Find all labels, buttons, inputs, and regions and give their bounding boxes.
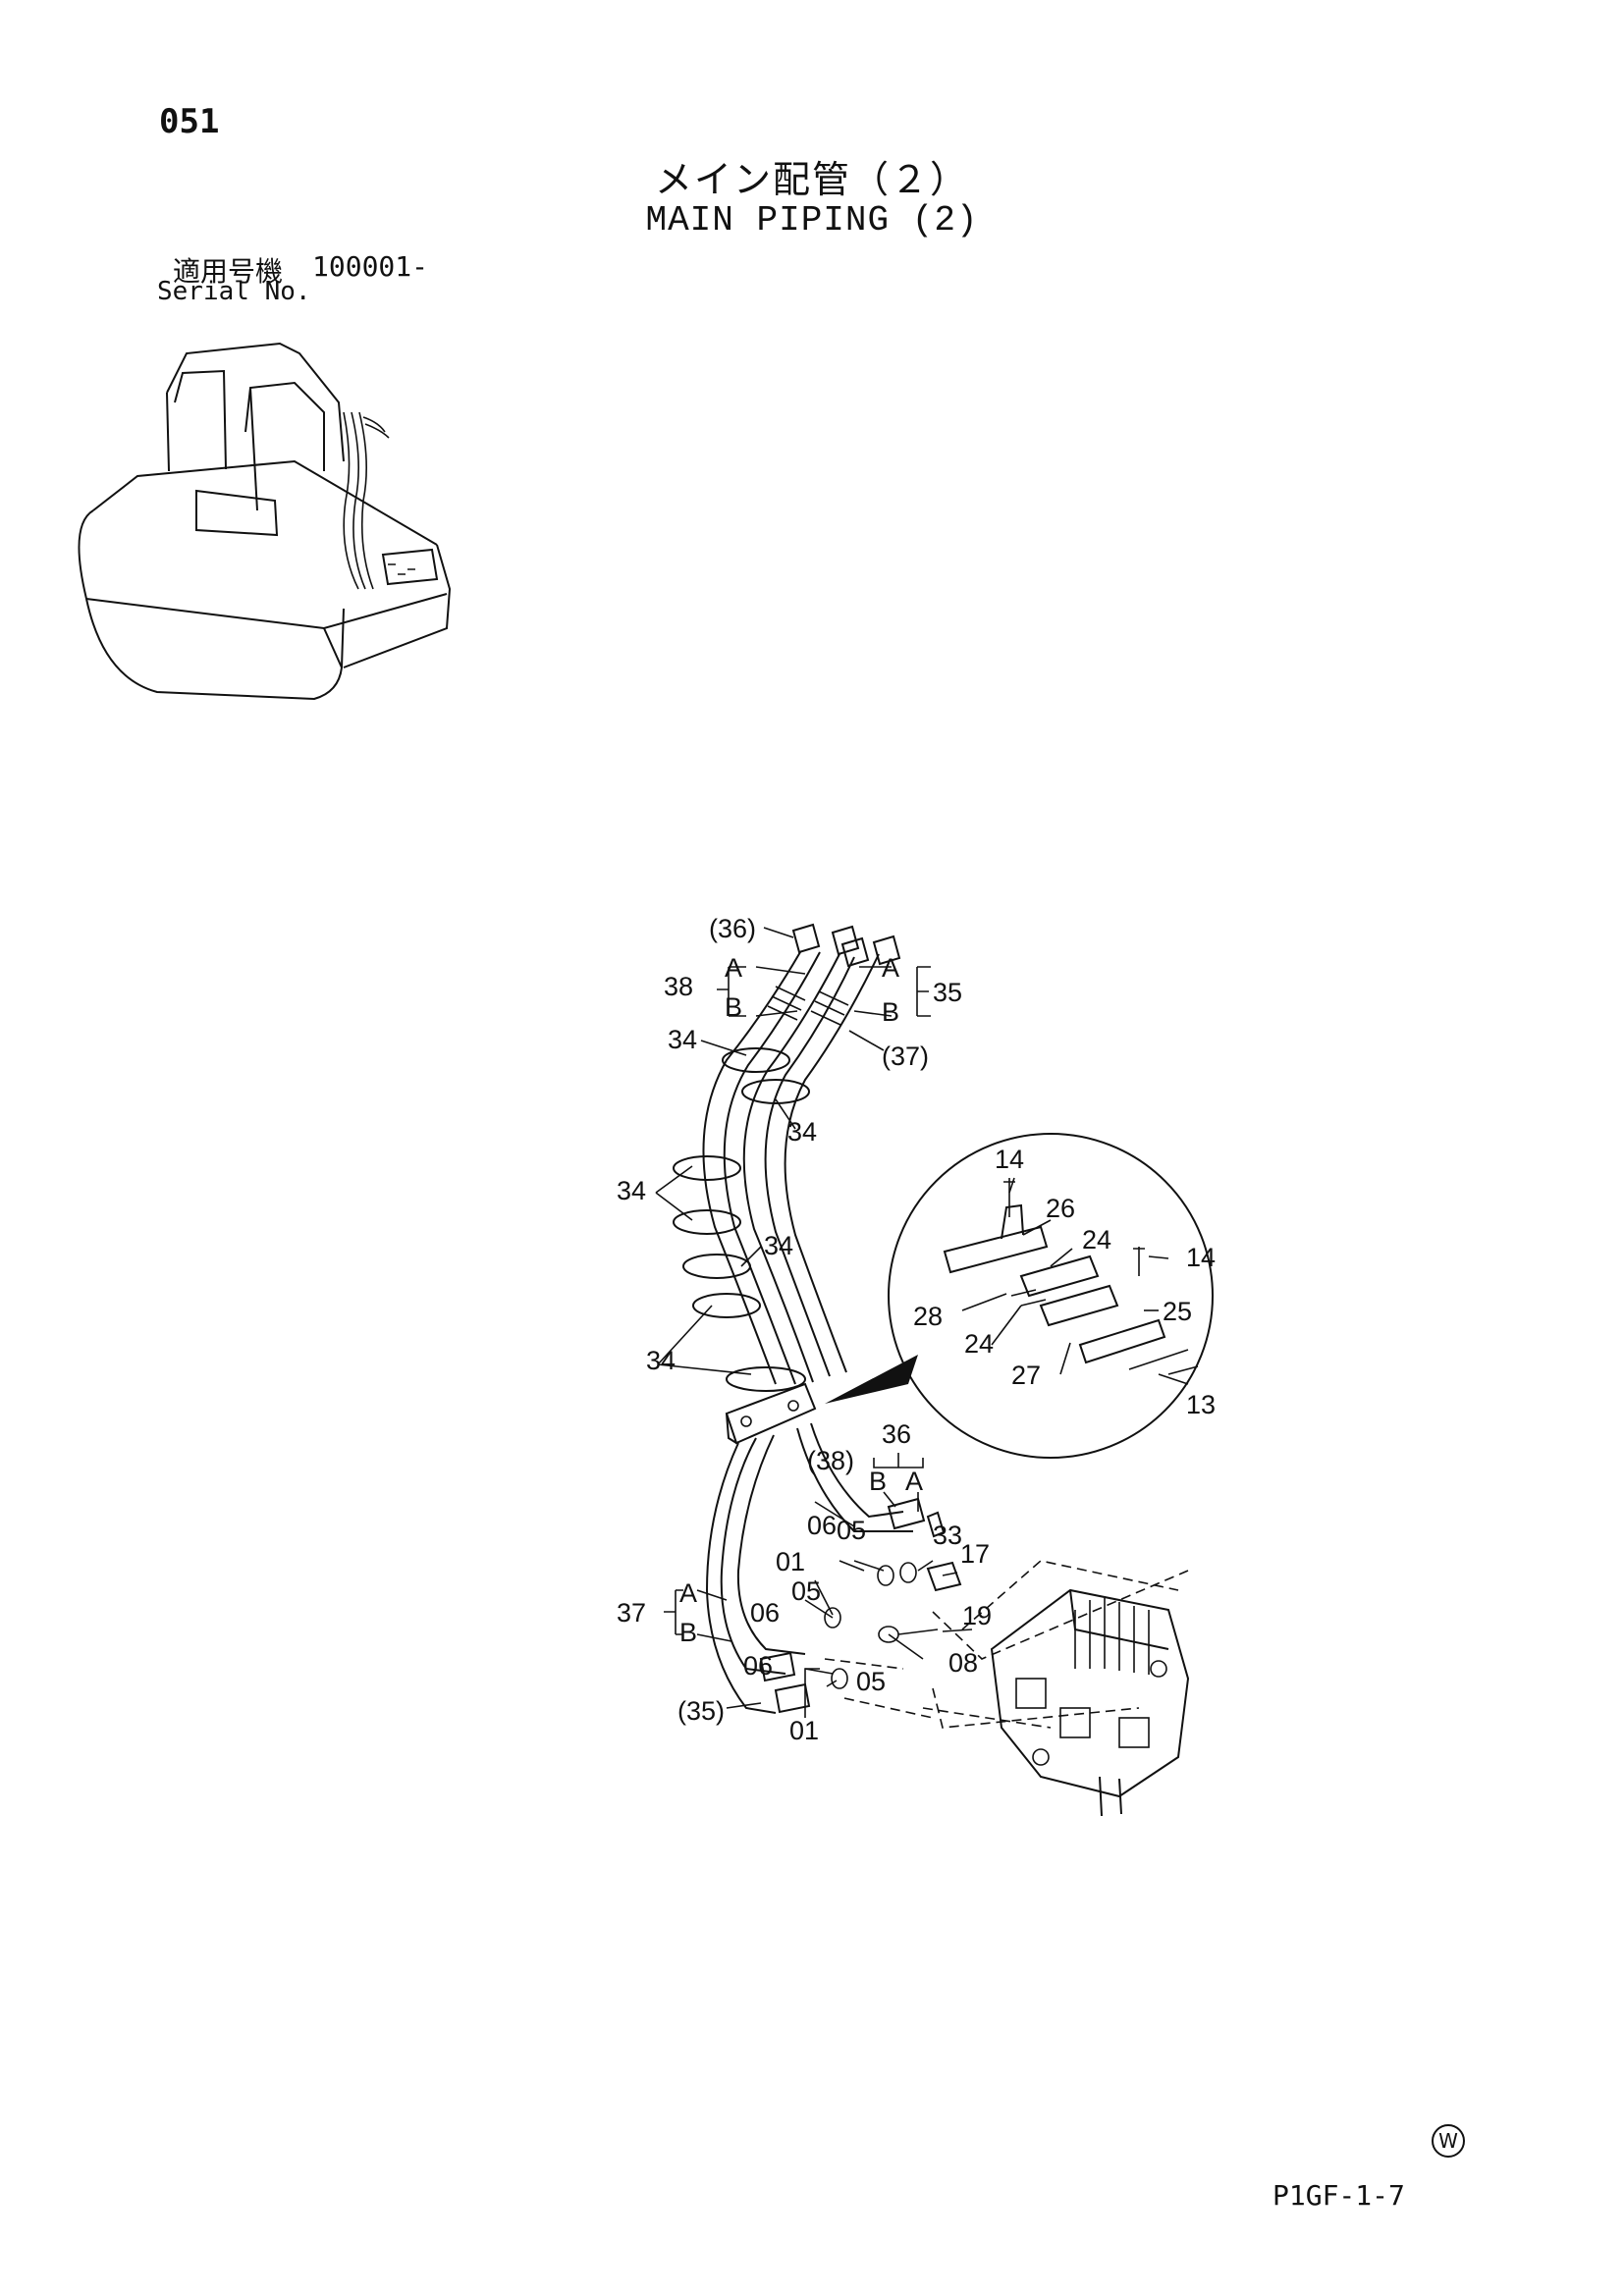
callout-38-ref: (38) (807, 1446, 854, 1475)
page-number: 051 (159, 102, 220, 141)
callout-14-right: 14 (1186, 1243, 1216, 1272)
callout-a-left-top: A (725, 953, 742, 983)
callout-a-right-top: A (882, 953, 899, 983)
callout-25: 25 (1163, 1297, 1192, 1326)
callout-b-right-top: B (882, 997, 899, 1027)
callout-36-ref: (36) (709, 914, 756, 943)
callout-35: 35 (933, 978, 962, 1007)
callout-06-top: 06 (807, 1511, 837, 1540)
callout-08: 08 (948, 1648, 978, 1678)
detail-inset-circle (825, 1133, 1214, 1459)
w-symbol: W (1432, 2124, 1465, 2158)
document-code: P1GF-1-7 (1272, 2179, 1405, 2212)
callout-06-middle: 06 (750, 1598, 780, 1628)
callout-14-upper: 14 (995, 1145, 1024, 1174)
serial-label-japanese: 適用号機 (173, 255, 284, 288)
callout-06-bottom: 06 (743, 1651, 773, 1681)
callout-17: 17 (960, 1539, 990, 1569)
callout-b-36: B (869, 1467, 887, 1496)
callout-36: 36 (882, 1419, 911, 1449)
page-title-japanese: メイン配管（２） (654, 158, 969, 201)
callout-b-left-top: B (725, 992, 742, 1022)
callout-24-upper: 24 (1082, 1225, 1111, 1255)
callout-33: 33 (933, 1521, 962, 1550)
callout-a-37: A (679, 1578, 697, 1608)
callout-35-ref: (35) (677, 1696, 725, 1726)
callout-05-bottom: 05 (856, 1667, 886, 1696)
callout-19: 19 (962, 1601, 992, 1630)
callout-34-top: 34 (668, 1025, 697, 1054)
callout-34-middle-right: 34 (764, 1231, 793, 1260)
callout-37-ref: (37) (882, 1041, 929, 1071)
serial-label-english: Serial No. (157, 277, 311, 306)
callout-27: 27 (1011, 1361, 1041, 1390)
control-valve-illustration (922, 1560, 1190, 1817)
leader-lines (655, 927, 1189, 1718)
callout-05-middle: 05 (791, 1576, 821, 1606)
machine-overview-illustration (78, 342, 452, 701)
serial-number-value: 100001- (312, 250, 429, 283)
callout-34-upper-right: 34 (787, 1117, 817, 1147)
callout-b-37: B (679, 1618, 697, 1647)
callout-28: 28 (913, 1302, 943, 1331)
callout-labels: (36) 38 A B A B 35 (37) 34 34 34 34 34 1… (617, 914, 1216, 1745)
callout-13: 13 (1186, 1390, 1216, 1419)
main-hose-assembly (673, 923, 1189, 1729)
callout-05-top: 05 (837, 1516, 866, 1545)
callout-37: 37 (617, 1598, 646, 1628)
callout-24-lower: 24 (964, 1329, 994, 1359)
callout-a-36: A (905, 1467, 923, 1496)
callout-26: 26 (1046, 1194, 1075, 1223)
callout-34-middle-left: 34 (617, 1176, 646, 1205)
page-title-english: MAIN PIPING (2) (645, 200, 979, 240)
callout-01-bottom: 01 (789, 1716, 819, 1745)
callout-38: 38 (664, 972, 693, 1001)
callout-01-top: 01 (776, 1547, 805, 1576)
callout-34-bottom: 34 (646, 1346, 676, 1375)
